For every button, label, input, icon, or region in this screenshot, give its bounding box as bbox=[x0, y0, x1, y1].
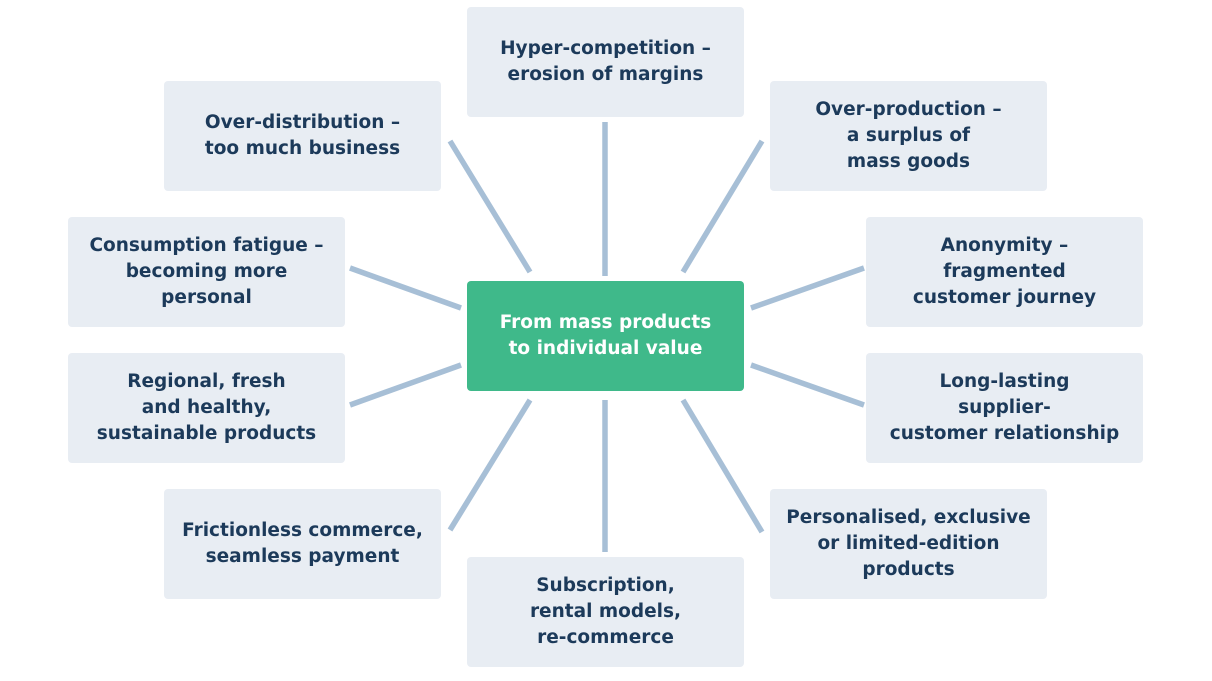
connector-regional-products bbox=[349, 362, 462, 408]
factor-text: Frictionless commerce, seamless payment bbox=[182, 520, 423, 567]
factor-text: Over-production – a surplus of mass good… bbox=[815, 99, 1002, 172]
connector-long-lasting-relationship bbox=[750, 362, 865, 408]
factor-text: Regional, fresh and healthy, sustainable… bbox=[96, 371, 317, 444]
connector-anonymity bbox=[750, 265, 865, 311]
connector-personalised-products bbox=[680, 398, 765, 534]
center-node-text: From mass products to individual value bbox=[499, 312, 712, 359]
factor-box-frictionless-commerce: Frictionless commerce, seamless payment bbox=[164, 489, 441, 599]
factor-text: Personalised, exclusive or limited-editi… bbox=[786, 507, 1031, 580]
factor-box-personalised-products: Personalised, exclusive or limited-editi… bbox=[770, 489, 1047, 599]
factor-box-subscription-models: Subscription, rental models, re-commerce bbox=[467, 557, 744, 667]
factor-text: Long-lasting supplier- customer relation… bbox=[889, 371, 1120, 444]
connector-over-production bbox=[680, 139, 765, 274]
factor-text: Hyper-competition – erosion of margins bbox=[500, 38, 711, 85]
connector-over-distribution bbox=[447, 139, 533, 274]
factor-text: Subscription, rental models, re-commerce bbox=[529, 575, 682, 648]
connector-frictionless-commerce bbox=[447, 398, 533, 532]
factor-box-over-distribution: Over-distribution – too much business bbox=[164, 81, 441, 191]
factor-box-anonymity: Anonymity – fragmented customer journey bbox=[866, 217, 1143, 327]
factor-text: Anonymity – fragmented customer journey bbox=[912, 235, 1097, 308]
factor-box-long-lasting-relationship: Long-lasting supplier- customer relation… bbox=[866, 353, 1143, 463]
connector-consumption-fatigue bbox=[349, 265, 462, 311]
factor-box-hyper-competition: Hyper-competition – erosion of margins bbox=[467, 7, 744, 117]
factor-box-over-production: Over-production – a surplus of mass good… bbox=[770, 81, 1047, 191]
factor-box-regional-products: Regional, fresh and healthy, sustainable… bbox=[68, 353, 345, 463]
factor-text: Consumption fatigue – becoming more pers… bbox=[89, 235, 324, 308]
factor-text: Over-distribution – too much business bbox=[204, 112, 401, 159]
factor-box-consumption-fatigue: Consumption fatigue – becoming more pers… bbox=[68, 217, 345, 327]
center-node: From mass products to individual value bbox=[467, 281, 744, 391]
